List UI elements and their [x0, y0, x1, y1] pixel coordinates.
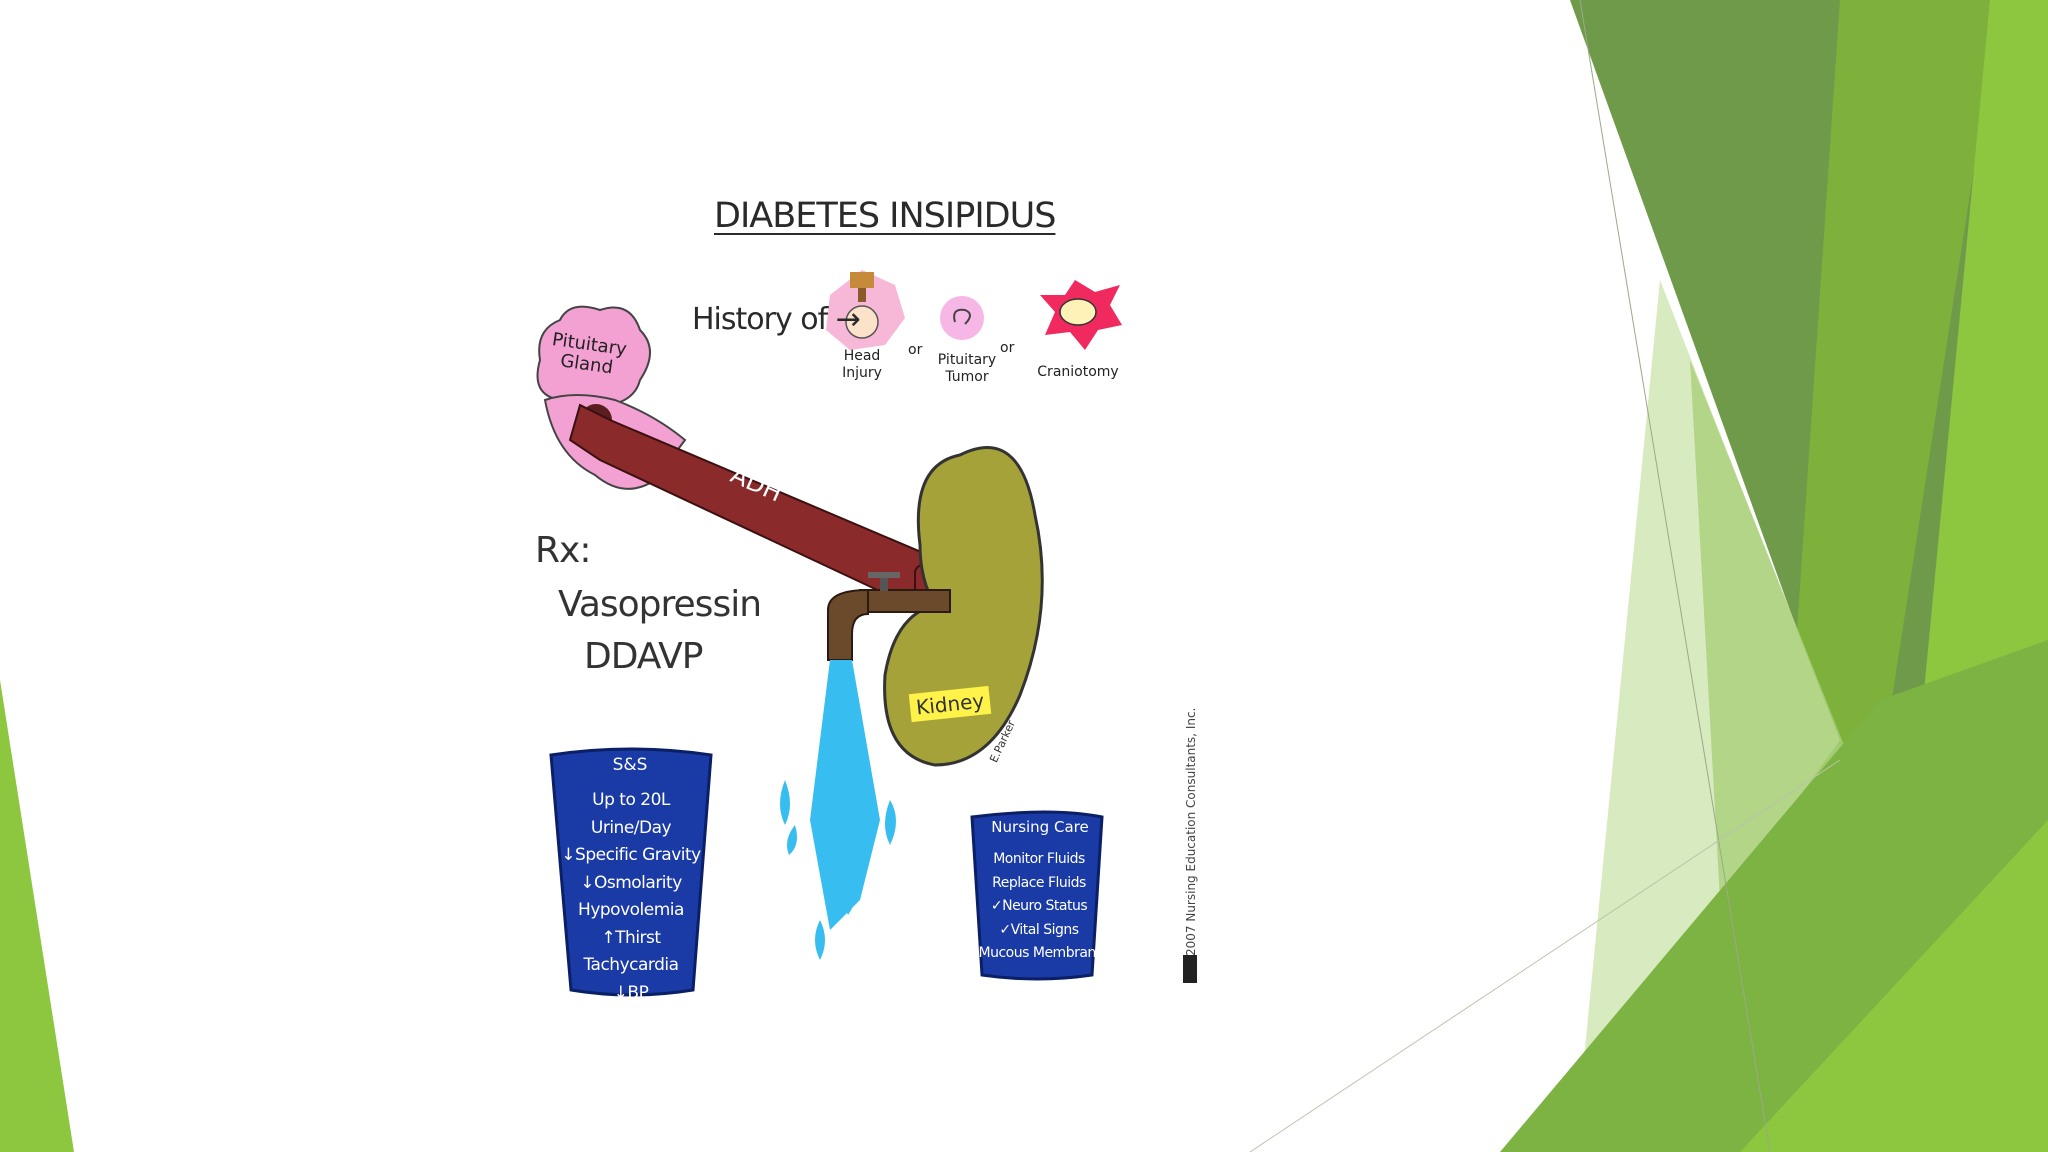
care-cup-shape	[970, 810, 1104, 981]
care-item: ✓Mucous Membranes	[967, 945, 1111, 961]
rx-item-ddavp: DDAVP	[584, 636, 703, 677]
rx-item-vasopressin: Vasopressin	[558, 584, 762, 625]
left-green-triangle	[0, 680, 74, 1152]
care-item: Monitor Fluids	[993, 851, 1085, 867]
kidney-shape	[883, 446, 1044, 767]
head-injury-label: Head Injury	[842, 348, 882, 381]
pituitary-tumor-icon	[940, 296, 984, 340]
care-cup-list: Monitor Fluids Replace Fluids ✓Neuro Sta…	[966, 848, 1112, 966]
ss-item: ↓Osmolarity	[580, 872, 682, 893]
craniotomy-icon	[1040, 280, 1122, 350]
bottom-bright-triangle	[1740, 820, 2048, 1152]
thin-line-1	[1579, 0, 1771, 1152]
ss-item: ↓BP	[613, 982, 649, 1003]
pituitary-tumor-label: Pituitary Tumor	[937, 352, 997, 385]
ss-item: Tachycardia	[583, 955, 679, 975]
or-text-1: or	[908, 342, 923, 358]
or-text-2: or	[1000, 340, 1015, 356]
diagram-title: DIABETES INSIPIDUS	[714, 196, 1056, 236]
ss-item: ↑Thirst	[601, 927, 661, 948]
ss-cup-shape	[549, 747, 713, 997]
copyright-text: ©2007 Nursing Education Consultants, Inc…	[1184, 707, 1198, 970]
ss-item: Hypovolemia	[578, 900, 684, 920]
water-stream	[780, 660, 896, 960]
right-green-bright-band	[1780, 0, 2000, 880]
care-cup-title: Nursing Care	[991, 818, 1089, 836]
history-label: History of →	[692, 302, 861, 337]
head-injury-icon	[826, 270, 905, 350]
right-mid-green-wedge	[1690, 360, 1850, 900]
ss-cup-title: S&S	[612, 755, 648, 775]
craniotomy-label: Craniotomy	[1037, 364, 1119, 380]
care-item: ✓Vital Signs	[999, 921, 1079, 938]
faucet	[827, 572, 951, 661]
publisher-logo-icon	[1183, 955, 1197, 983]
thin-line-2	[1249, 759, 1841, 1152]
rx-label: Rx:	[535, 530, 591, 571]
ss-cup-list: Up to 20L Urine/Day ↓Specific Gravity ↓O…	[556, 787, 706, 1007]
care-item: Replace Fluids	[992, 874, 1086, 891]
ss-item: ↓Specific Gravity	[561, 845, 701, 865]
care-item: ✓Neuro Status	[990, 898, 1088, 914]
ss-item: Up to 20L Urine/Day	[590, 790, 672, 838]
